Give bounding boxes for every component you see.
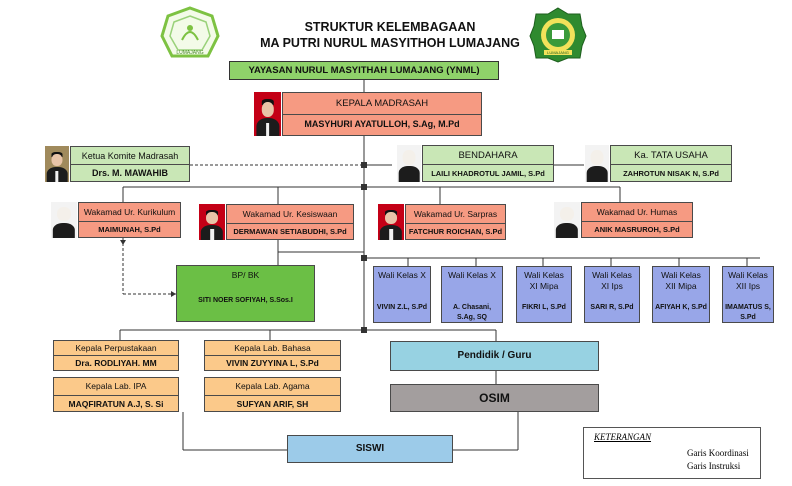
yayasan-label: YAYASAN NURUL MASYITHAH LUMAJANG (YNML) <box>248 65 480 76</box>
kepala-unit-name: SUFYAN ARIF, SH <box>236 399 309 409</box>
legend-instruksi: Garis Instruksi <box>687 461 741 471</box>
tata-usaha-name: ZAHROTUN NISAK N, S.Pd <box>623 169 719 178</box>
bendahara-title: BENDAHARA <box>458 150 518 161</box>
wakamad-kesiswaan-box: Wakamad Ur. Kesiswaan DERMAWAN SETIABUDH… <box>226 204 354 240</box>
legend-koordinasi: Garis Koordinasi <box>687 448 749 458</box>
bendahara-name: LAILI KHADROTUL JAMIL, S.Pd <box>431 169 545 178</box>
kepala-unit-name: MAQFIRATUN A.J, S. Si <box>68 399 164 409</box>
bendahara-photo <box>397 145 421 182</box>
wali-kelas-name: SARI R, S.Pd <box>590 304 634 311</box>
kepala-name: MASYHURI AYATULLOH, S.Ag, M.Pd <box>304 119 460 129</box>
komite-photo <box>45 146 69 182</box>
wali-kelas-x-b-box: Wali Kelas X A. Chasani, S.Ag, SQ <box>441 266 503 323</box>
kepala-unit-title: Kepala Lab. Bahasa <box>234 343 311 353</box>
wali-kelas-name: AFIYAH K, S.Pd <box>655 304 707 311</box>
siswi-label: SISWI <box>355 443 385 454</box>
wakamad-humas-name: ANIK MASRUROH, S.Pd <box>594 225 680 234</box>
osim-label: OSIM <box>479 391 510 405</box>
wali-kelas-title: Wali Kelas X <box>378 270 426 280</box>
wali-kelas-title: Wali Kelas XII Mipa <box>661 270 701 291</box>
bpbk-name: SITI NOER SOFIYAH, S.Sos.I <box>198 297 293 304</box>
wakamad-sarpras-photo <box>378 204 404 240</box>
bpbk-title: BP/ BK <box>231 270 260 280</box>
wakamad-kesiswaan-name: DERMAWAN SETIABUDHI, S.Pd <box>233 227 347 236</box>
bpbk-box: BP/ BK SITI NOER SOFIYAH, S.Sos.I <box>176 265 315 322</box>
wakamad-sarpras-box: Wakamad Ur. Sarpras FATCHUR ROICHAN, S.P… <box>405 204 506 240</box>
legend-box: KETERANGAN Garis Koordinasi Garis Instru… <box>583 427 761 479</box>
left-logo-caption: LUMAJANG <box>176 50 204 56</box>
wakamad-sarpras-title: Wakamad Ur. Sarpras <box>413 209 498 219</box>
wali-kelas-name: VIVIN Z.L, S.Pd <box>376 304 428 311</box>
pendidik-box: Pendidik / Guru <box>390 341 599 371</box>
pendidik-label: Pendidik / Guru <box>457 350 532 361</box>
kepala-unit-name: Dra. RODLIYAH. MM <box>75 358 157 368</box>
tata-usaha-box: Ka. TATA USAHA ZAHROTUN NISAK N, S.Pd <box>610 145 732 182</box>
wali-kelas-name: A. Chasani, S.Ag, SQ <box>452 304 492 321</box>
wakamad-kurikulum-photo <box>51 202 77 238</box>
title-line-1: STRUKTUR KELEMBAGAAN <box>304 20 476 34</box>
right-logo: LUMAJANG <box>528 6 588 64</box>
tata-usaha-photo <box>585 145 609 182</box>
kepala-lab-agama-box: Kepala Lab. Agama SUFYAN ARIF, SH <box>204 377 341 412</box>
kepala-title: KEPALA MADRASAH <box>335 98 429 109</box>
legend-title: KETERANGAN <box>594 432 652 442</box>
komite-title: Ketua Komite Madrasah <box>81 151 179 161</box>
wali-kelas-title: Wali Kelas XI Mipa <box>524 270 564 291</box>
left-logo: LUMAJANG <box>160 6 220 62</box>
wakamad-sarpras-name: FATCHUR ROICHAN, S.Pd <box>408 227 503 236</box>
wali-kelas-xi-ips-box: Wali Kelas XI Ips SARI R, S.Pd <box>584 266 640 323</box>
kepala-perpustakaan-box: Kepala Perpustakaan Dra. RODLIYAH. MM <box>53 340 179 371</box>
kepala-unit-title: Kepala Lab. IPA <box>85 381 147 391</box>
wali-kelas-title: Wali Kelas XII Ips <box>728 270 768 291</box>
title-line-2: MA PUTRI NURUL MASYITHOH LUMAJANG <box>260 36 520 50</box>
wakamad-kesiswaan-photo <box>199 204 225 240</box>
right-logo-caption: LUMAJANG <box>547 50 569 55</box>
wakamad-kesiswaan-title: Wakamad Ur. Kesiswaan <box>242 209 338 219</box>
bendahara-box: BENDAHARA LAILI KHADROTUL JAMIL, S.Pd <box>422 145 554 182</box>
osim-box: OSIM <box>390 384 599 412</box>
wakamad-kurikulum-title: Wakamad Ur. Kurikulum <box>83 207 176 217</box>
komite-name: Drs. M. MAWAHIB <box>91 168 168 178</box>
siswi-box: SISWI <box>287 435 453 463</box>
kepala-photo <box>254 92 281 136</box>
wali-kelas-xii-ips-box: Wali Kelas XII Ips IMAMATUS S, S.Pd <box>722 266 774 323</box>
wali-kelas-name: FIKRI L, S.Pd <box>522 304 566 311</box>
yayasan-box: YAYASAN NURUL MASYITHAH LUMAJANG (YNML) <box>229 61 499 80</box>
wakamad-humas-title: Wakamad Ur. Humas <box>596 207 678 217</box>
tata-usaha-title: Ka. TATA USAHA <box>634 150 708 161</box>
kepala-unit-title: Kepala Perpustakaan <box>75 343 157 353</box>
kepala-unit-title: Kepala Lab. Agama <box>235 381 310 391</box>
kepala-lab-ipa-box: Kepala Lab. IPA MAQFIRATUN A.J, S. Si <box>53 377 179 412</box>
kepala-box: KEPALA MADRASAH MASYHURI AYATULLOH, S.Ag… <box>282 92 482 136</box>
madrasah-emblem-icon <box>529 7 587 63</box>
wali-kelas-xi-mipa-box: Wali Kelas XI Mipa FIKRI L, S.Pd <box>516 266 572 323</box>
wakamad-kurikulum-box: Wakamad Ur. Kurikulum MAIMUNAH, S.Pd <box>78 202 181 238</box>
wali-kelas-name: IMAMATUS S, S.Pd <box>725 304 771 321</box>
kepala-lab-bahasa-box: Kepala Lab. Bahasa VIVIN ZUYYINA L, S.Pd <box>204 340 341 371</box>
wakamad-humas-box: Wakamad Ur. Humas ANIK MASRUROH, S.Pd <box>581 202 693 238</box>
komite-box: Ketua Komite Madrasah Drs. M. MAWAHIB <box>70 146 190 182</box>
wakamad-humas-photo <box>554 202 580 238</box>
wali-kelas-xii-mipa-box: Wali Kelas XII Mipa AFIYAH K, S.Pd <box>652 266 710 323</box>
kepala-unit-name: VIVIN ZUYYINA L, S.Pd <box>226 358 319 368</box>
wali-kelas-title: Wali Kelas XI Ips <box>592 270 632 291</box>
wakamad-kurikulum-name: MAIMUNAH, S.Pd <box>98 225 161 234</box>
wali-kelas-x-a-box: Wali Kelas X VIVIN Z.L, S.Pd <box>373 266 431 323</box>
wali-kelas-title: Wali Kelas X <box>448 270 496 280</box>
rmi-emblem-icon <box>160 6 220 58</box>
